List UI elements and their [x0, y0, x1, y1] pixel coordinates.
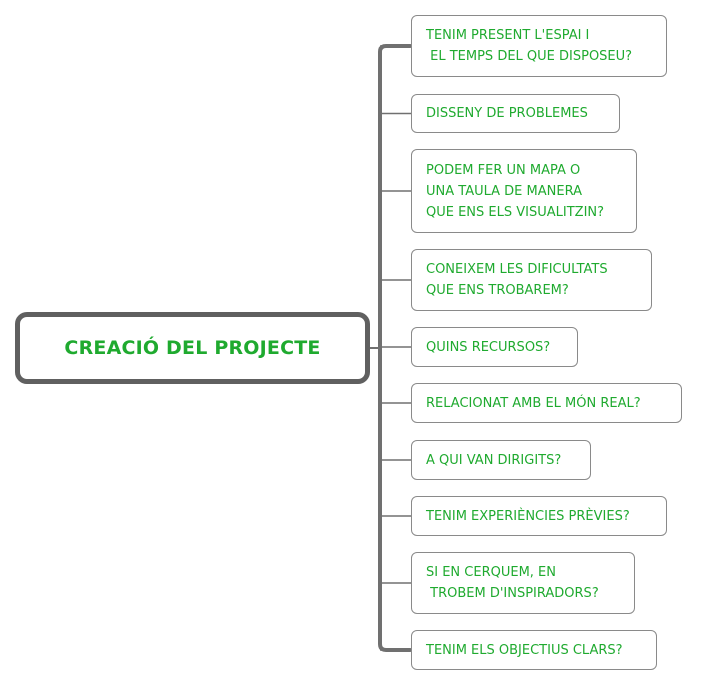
- root-label: CREACIÓ DEL PROJECTE: [64, 337, 321, 359]
- branch-label: RELACIONAT AMB EL MÓN REAL?: [426, 395, 641, 411]
- branch-label: TENIM EXPERIÈNCIES PRÈVIES?: [426, 508, 630, 524]
- branch-node-8[interactable]: TENIM EXPERIÈNCIES PRÈVIES?: [411, 496, 667, 536]
- root-node[interactable]: CREACIÓ DEL PROJECTE: [15, 312, 370, 384]
- branch-label: PODEM FER UN MAPA O UNA TAULA DE MANERA …: [426, 162, 605, 220]
- branch-label: QUINS RECURSOS?: [426, 339, 551, 355]
- branch-node-9[interactable]: SI EN CERQUEM, EN TROBEM D'INSPIRADORS?: [411, 552, 635, 614]
- branch-node-7[interactable]: A QUI VAN DIRIGITS?: [411, 440, 591, 480]
- branch-node-4[interactable]: CONEIXEM LES DIFICULTATS QUE ENS TROBARE…: [411, 249, 652, 311]
- branch-label: SI EN CERQUEM, EN TROBEM D'INSPIRADORS?: [426, 565, 599, 601]
- connector-spine: [378, 44, 412, 652]
- branch-node-1[interactable]: TENIM PRESENT L'ESPAI I EL TEMPS DEL QUE…: [411, 15, 667, 77]
- branch-node-3[interactable]: PODEM FER UN MAPA O UNA TAULA DE MANERA …: [411, 149, 637, 233]
- branch-label: CONEIXEM LES DIFICULTATS QUE ENS TROBARE…: [426, 262, 608, 298]
- branch-label: TENIM PRESENT L'ESPAI I EL TEMPS DEL QUE…: [426, 28, 633, 64]
- branch-label: A QUI VAN DIRIGITS?: [426, 452, 562, 468]
- branch-node-2[interactable]: DISSENY DE PROBLEMES: [411, 94, 620, 133]
- branch-node-5[interactable]: QUINS RECURSOS?: [411, 327, 578, 367]
- branch-node-10[interactable]: TENIM ELS OBJECTIUS CLARS?: [411, 630, 657, 670]
- branch-node-6[interactable]: RELACIONAT AMB EL MÓN REAL?: [411, 383, 682, 423]
- branch-label: DISSENY DE PROBLEMES: [426, 106, 588, 121]
- branch-label: TENIM ELS OBJECTIUS CLARS?: [426, 642, 623, 658]
